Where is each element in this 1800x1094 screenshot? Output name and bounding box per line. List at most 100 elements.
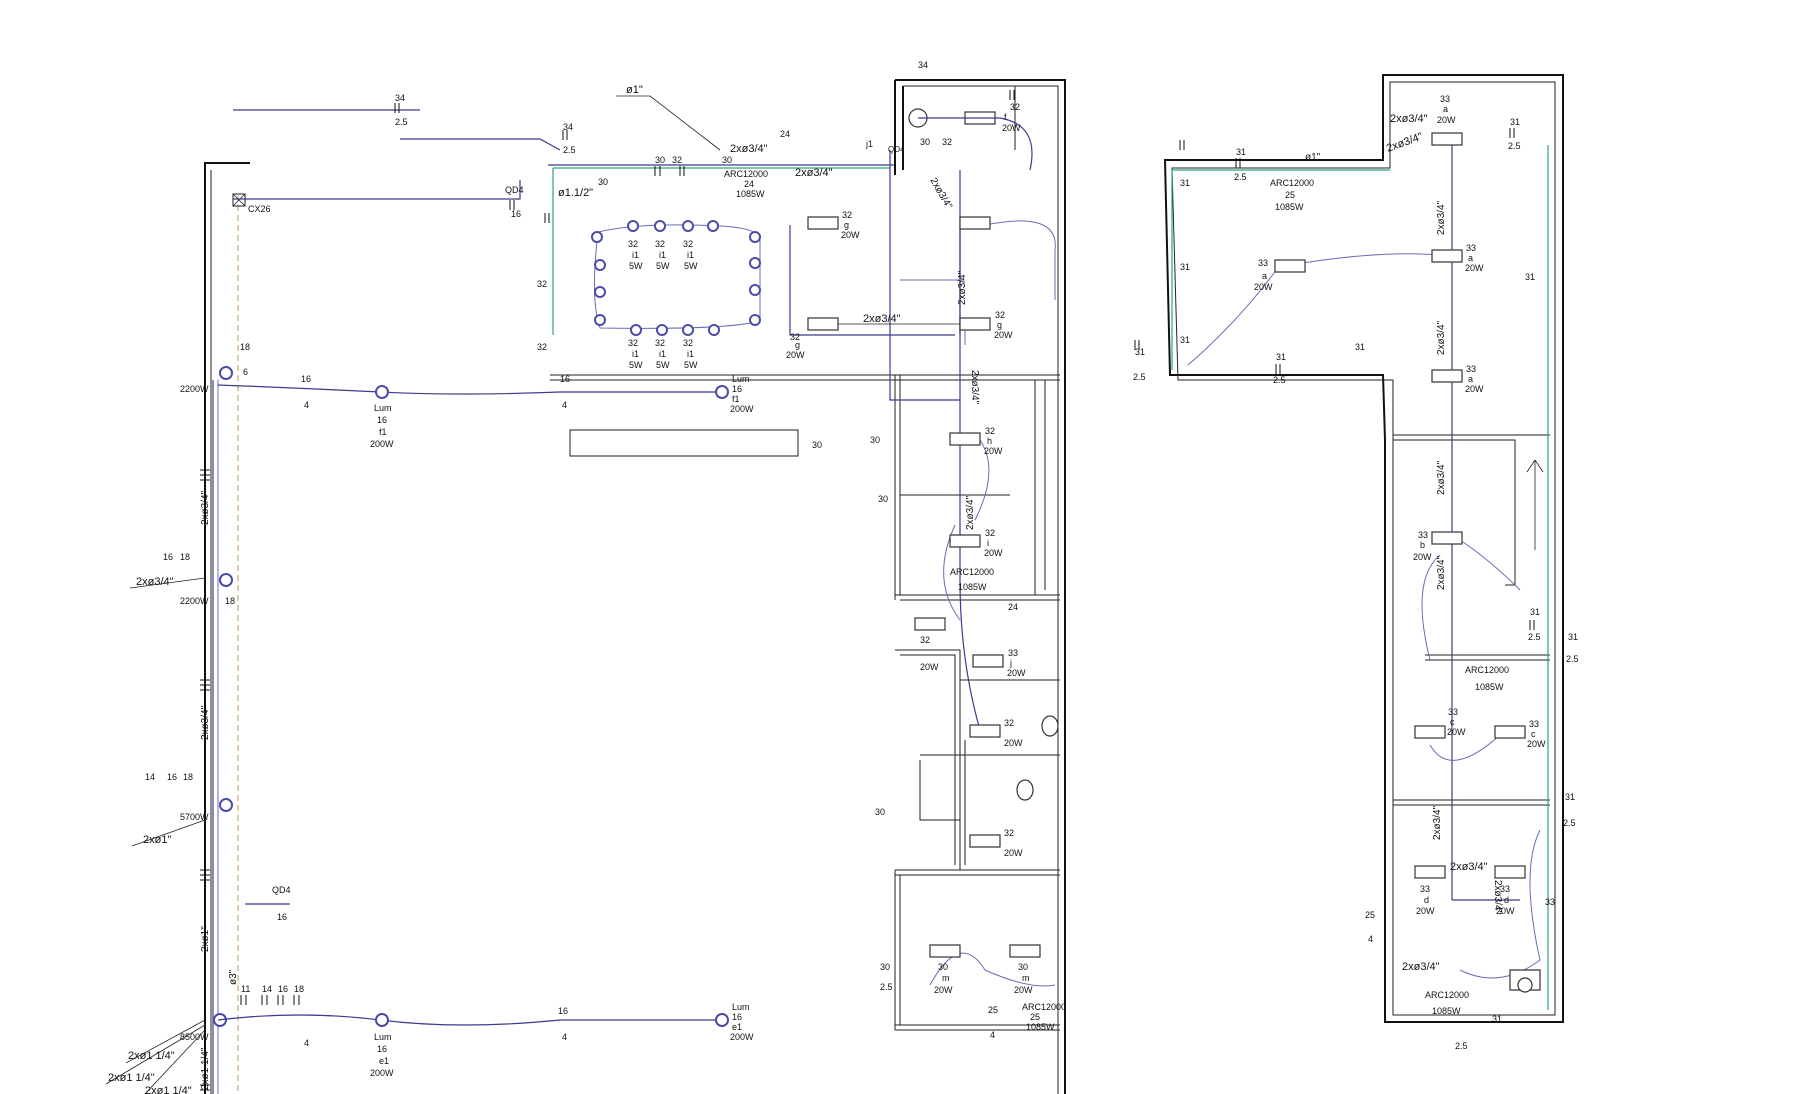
circ-note: 34 <box>918 60 928 70</box>
ceiling-lamp[interactable] <box>929 944 961 958</box>
lamp-id: g <box>795 340 800 350</box>
ceiling-lamp[interactable] <box>1431 369 1463 383</box>
lamp-power: 20W <box>934 985 953 995</box>
led-fixture[interactable] <box>682 324 694 336</box>
wire-note: 2.5 <box>1563 818 1576 828</box>
led-fixture[interactable] <box>749 257 761 269</box>
conduit-label: 2xø3/4" <box>1450 861 1488 873</box>
led-fixture[interactable] <box>708 324 720 336</box>
circ-note: 4 <box>1368 934 1373 944</box>
ceiling-lamp[interactable] <box>807 216 839 230</box>
ceiling-lamp[interactable] <box>969 834 1001 848</box>
ceiling-lamp[interactable] <box>1431 249 1463 263</box>
circ-note: 25 <box>1365 910 1375 920</box>
street-light[interactable] <box>715 385 729 399</box>
led-fixture[interactable] <box>749 314 761 326</box>
ceiling-lamp[interactable] <box>959 317 991 331</box>
led-fixture[interactable] <box>594 259 606 271</box>
circ-note: 32 <box>672 155 682 165</box>
lamp-id: a <box>1443 104 1448 114</box>
lamp-id: m <box>942 973 950 983</box>
lamp-circuit: 32 <box>985 528 995 538</box>
circ-note: 31 <box>1492 1014 1502 1024</box>
ceiling-lamp[interactable] <box>1494 865 1526 879</box>
led-fixture[interactable] <box>656 324 668 336</box>
conduit-label: 2xø3/4" <box>1492 880 1503 915</box>
ceiling-lamp[interactable] <box>1431 531 1463 545</box>
pump-fixture[interactable] <box>219 798 233 812</box>
ceiling-lamp[interactable] <box>1494 725 1526 739</box>
lum-runs: Lum 16 f1 200W Lum 16 f1 200W Lum 16 e1 … <box>217 374 799 1078</box>
lamp-power: 20W <box>1004 848 1023 858</box>
j1-label: j1 <box>865 139 873 149</box>
conduit-label: 2xø3/4" <box>1436 320 1447 355</box>
middle-building: 32 f 20W 32 g 20W 32 g 20W 32 g 20W 32 h… <box>550 79 1066 1094</box>
lamp-id: g <box>844 220 849 230</box>
lamp-id: d <box>1504 895 1509 905</box>
ceiling-lamp[interactable] <box>949 432 981 446</box>
qd4-bottom-label: QD4 <box>272 885 291 895</box>
ceiling-lamp[interactable] <box>914 617 946 631</box>
ceiling-lamp[interactable] <box>1274 259 1306 273</box>
led-fixture[interactable] <box>594 314 606 326</box>
led-fixture[interactable] <box>591 231 603 243</box>
circ-note: 16 <box>277 912 287 922</box>
circ-note: 18 <box>183 772 193 782</box>
led-fixture[interactable] <box>749 231 761 243</box>
lum-power: 200W <box>370 439 394 449</box>
street-light[interactable] <box>375 385 389 399</box>
street-light[interactable] <box>715 1013 729 1027</box>
conduit-label: 2xø3/4" <box>136 576 174 588</box>
street-light[interactable] <box>375 1013 389 1027</box>
conduit-label: 2xø3/4" <box>795 167 833 179</box>
circ-note: 6 <box>243 367 248 377</box>
ceiling-lamp[interactable] <box>1431 132 1463 146</box>
led-fixture[interactable] <box>682 220 694 232</box>
circ-note: 4 <box>304 1038 309 1048</box>
ceiling-lamp[interactable] <box>969 724 1001 738</box>
lum-id: f1 <box>379 427 387 437</box>
lamp-power: 20W <box>1465 384 1484 394</box>
arc-label: ARC12000 <box>1022 1002 1066 1012</box>
ceiling-lamp[interactable] <box>807 317 839 331</box>
led-fixture[interactable] <box>630 324 642 336</box>
led-fixture[interactable] <box>627 220 639 232</box>
lamp-id: a <box>1468 253 1473 263</box>
lamp-id: j <box>1009 658 1012 668</box>
circ-note: 16 <box>278 984 288 994</box>
led-ring <box>591 220 761 336</box>
led-id: i1 <box>687 349 694 359</box>
arc-label: ARC12000 <box>1425 990 1469 1000</box>
led-fixture[interactable] <box>594 286 606 298</box>
ceiling-lamp[interactable] <box>972 654 1004 668</box>
ceiling-lamp[interactable] <box>959 216 991 230</box>
led-fixture[interactable] <box>654 220 666 232</box>
lamp-id: f <box>1004 112 1007 122</box>
lamp-circuit: 33 <box>1500 884 1510 894</box>
led-fixture[interactable] <box>749 284 761 296</box>
pump-fixture[interactable] <box>219 573 233 587</box>
wire-note: 2.5 <box>1455 1041 1468 1051</box>
ceiling-lamp[interactable] <box>1414 865 1446 879</box>
ceiling-lamp[interactable] <box>1414 725 1446 739</box>
lamp-id: d <box>1424 895 1429 905</box>
cx26-label: CX26 <box>248 204 271 214</box>
middle-lamps <box>807 216 1041 958</box>
conduit-label: 2xø3/4" <box>1436 555 1447 590</box>
led-circuit: 32 <box>683 338 693 348</box>
ceiling-lamp[interactable] <box>949 534 981 548</box>
conduit-label: 2xø3/4" <box>957 270 968 305</box>
wire-ticks <box>200 90 1535 1091</box>
ceiling-lamp[interactable] <box>1009 944 1041 958</box>
conduit-label: 2xø1" <box>143 834 171 846</box>
lamp-id: b <box>1420 540 1425 550</box>
pump-fixture[interactable] <box>219 366 233 380</box>
lum-circuit: 16 <box>377 415 387 425</box>
lamp-circuit: 32 <box>1010 102 1020 112</box>
led-fixture[interactable] <box>707 220 719 232</box>
circ-note: 4 <box>304 400 309 410</box>
conduit-label: 2xø3/4" <box>965 495 976 530</box>
conduit-label: 2xø3/4" <box>200 705 211 740</box>
lum-name: Lum <box>732 1002 750 1012</box>
circ-note: 18 <box>294 984 304 994</box>
